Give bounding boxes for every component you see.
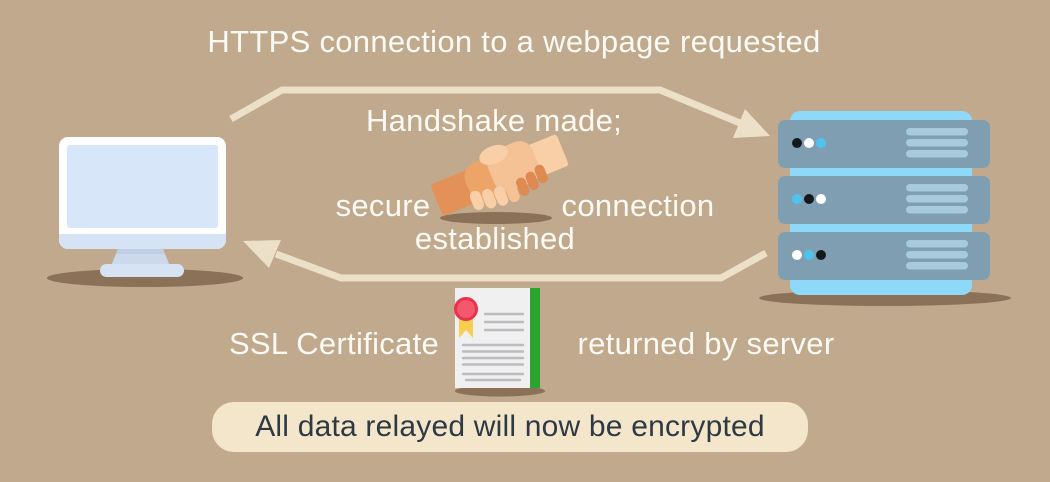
monitor-chin [59, 234, 226, 249]
handshake-icon [431, 134, 569, 224]
ssl-certificate-icon [454, 288, 545, 397]
server-unit [778, 176, 990, 224]
handshake-made-label: Handshake made; [365, 103, 623, 138]
certificate-shadow [455, 385, 545, 397]
encryption-banner: All data relayed will now be encrypted [212, 402, 808, 452]
connection-label: connection [561, 188, 715, 223]
diagram-title: HTTPS connection to a webpage requested [207, 24, 821, 59]
monitor-screen [67, 145, 218, 228]
server-unit [778, 232, 990, 280]
certificate-spine [530, 288, 540, 388]
arrow-left-icon [243, 240, 768, 282]
certificate-seal [454, 297, 478, 321]
encryption-banner-text: All data relayed will now be encrypted [255, 410, 765, 443]
established-label: established [414, 221, 576, 256]
server-unit [778, 120, 990, 168]
arrow-right-icon [229, 86, 770, 138]
monitor-neck-shade [116, 249, 165, 254]
certificate-text-lines [461, 312, 525, 382]
server-stack-icon [759, 111, 1011, 306]
handshake-shadow [440, 212, 552, 224]
desktop-monitor-icon [47, 137, 243, 287]
returned-by-server-label: returned by server [577, 326, 835, 361]
monitor-shadow [47, 269, 243, 287]
secure-label: secure [335, 188, 431, 223]
ssl-certificate-label: SSL Certificate [228, 326, 440, 361]
certificate-ribbon [459, 317, 473, 338]
monitor-base [100, 264, 184, 277]
